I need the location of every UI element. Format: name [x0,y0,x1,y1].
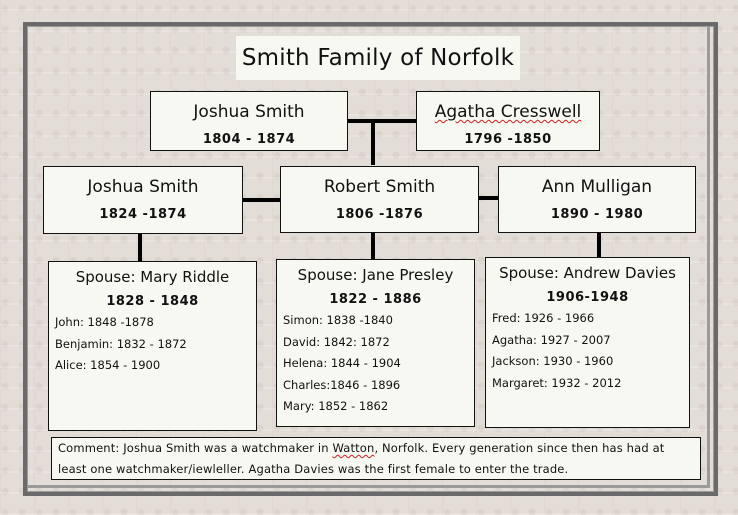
children-list: John: 1848 -1878 Benjamin: 1832 - 1872 A… [49,312,256,377]
comment-text: , Norfolk. Every generation since then h… [374,441,665,455]
person-years: 1804 - 1874 [202,132,296,147]
spouse-years: 1828 - 1848 [106,294,199,309]
person-years: 1824 -1874 [99,207,187,222]
child-item: Charles:1846 - 1896 [283,377,401,392]
connector-left-sibling [242,198,280,202]
child-item: Fred: 1926 - 1966 [492,311,595,325]
connector-left-spouse [138,233,142,262]
person-years: 1806 -1876 [335,207,424,222]
person-box-joshua-smith-1804[interactable]: Joshua Smith 1804 - 1874 [150,91,348,151]
comment-text: Comment: Joshua Smith was a watchmaker i… [58,441,333,455]
spouse-box-andrew-davies[interactable]: Spouse: Andrew Davies 1906-1948 Fred: 19… [485,257,690,428]
person-years: 1796 -1850 [464,132,552,147]
child-item: Simon: 1838 -1840 [283,313,393,327]
child-item: Agatha: 1927 - 2007 [492,332,611,347]
person-box-joshua-smith-1824[interactable]: Joshua Smith 1824 -1874 [43,166,243,234]
person-name: Joshua Smith [87,177,199,197]
chart-title-text: Smith Family of Norfolk [241,45,515,71]
comment-flagged-word: Watton [332,441,375,455]
child-item: Helena: 1844 - 1904 [283,356,401,370]
children-list: Simon: 1838 -1840 David: 1842: 1872 Hele… [277,310,474,418]
spouse-years: 1906-1948 [546,290,629,305]
person-name: Ann Mulligan [541,177,653,197]
spouse-name: Spouse: Andrew Davies [499,264,676,282]
comment-box[interactable]: Comment: Joshua Smith was a watchmaker i… [51,437,701,480]
connector-center-spouse [371,232,375,260]
person-box-ann-mulligan[interactable]: Ann Mulligan 1890 - 1980 [498,166,696,233]
spouse-name: Spouse: Jane Presley [297,266,454,284]
comment-line-2: least one watchmaker/iewleller. Agatha D… [58,462,569,476]
connector-right-sibling [478,196,498,200]
spouse-years: 1822 - 1886 [329,292,422,307]
children-list: Fred: 1926 - 1966 Agatha: 1927 - 2007 Ja… [486,308,689,394]
child-item: Alice: 1854 - 1900 [55,358,161,372]
person-name: Agatha Cresswell [417,102,599,122]
child-item: David: 1842: 1872 [283,334,390,349]
person-name: Joshua Smith [193,102,305,122]
connector-gen1-marriage [347,119,416,123]
child-item: Mary: 1852 - 1862 [283,399,389,413]
connector-gen1-descent [371,121,375,165]
spouse-name: Spouse: Mary Riddle [75,268,230,286]
comment-line-1: Comment: Joshua Smith was a watchmaker i… [58,438,694,459]
person-years: 1890 - 1980 [550,207,644,222]
spouse-box-jane-presley[interactable]: Spouse: Jane Presley 1822 - 1886 Simon: … [276,259,475,427]
child-item: Margaret: 1932 - 2012 [492,375,622,390]
connector-right-spouse [597,232,601,260]
chart-title[interactable]: Smith Family of Norfolk [236,36,520,80]
page-border-frame [23,22,718,496]
person-box-agatha-cresswell[interactable]: Agatha Cresswell 1796 -1850 [416,91,600,151]
person-name-text: Agatha Cresswell [434,102,582,122]
child-item: Jackson: 1930 - 1960 [492,354,614,368]
person-name: Robert Smith [323,177,436,197]
person-box-robert-smith[interactable]: Robert Smith 1806 -1876 [280,166,479,233]
child-item: Benjamin: 1832 - 1872 [55,336,187,351]
child-item: John: 1848 -1878 [55,315,154,329]
spouse-box-mary-riddle[interactable]: Spouse: Mary Riddle 1828 - 1848 John: 18… [48,261,257,431]
